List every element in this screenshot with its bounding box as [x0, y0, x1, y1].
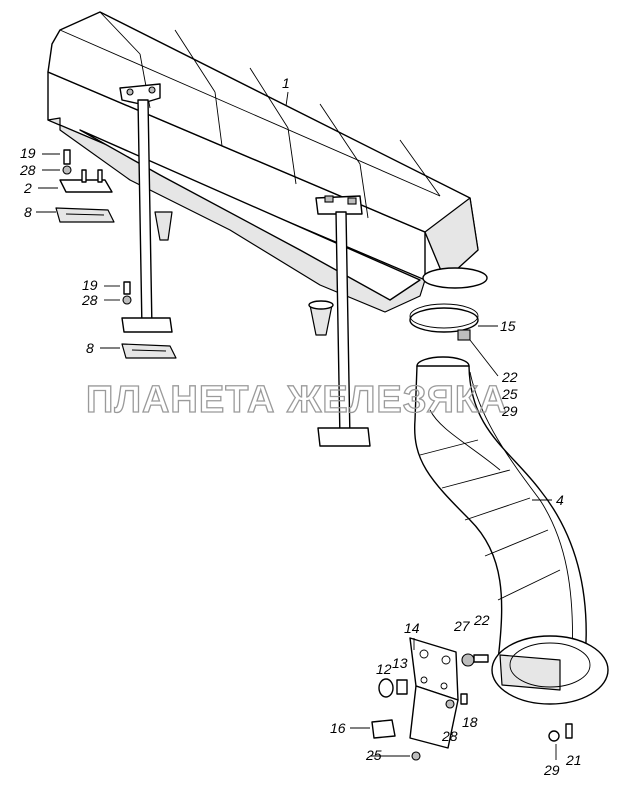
left-upper-fasteners	[55, 149, 115, 223]
callout-8-upper: 8	[24, 204, 32, 220]
callout-21: 21	[565, 752, 582, 768]
callout-19-upper: 19	[20, 145, 36, 161]
callout-16: 16	[330, 720, 346, 736]
callout-18: 18	[462, 714, 478, 730]
air-intake-housing	[47, 11, 488, 336]
callout-25-lower: 25	[365, 747, 382, 763]
mounting-bracket	[371, 637, 573, 761]
callout-28-lower-right: 28	[441, 728, 458, 744]
callout-4: 4	[556, 492, 564, 508]
callout-14: 14	[404, 620, 420, 636]
hose-clamp	[409, 303, 479, 341]
callout-28-lower: 28	[81, 292, 98, 308]
left-lower-fasteners	[121, 281, 177, 359]
callout-8-lower: 8	[86, 340, 94, 356]
leader-lines	[36, 91, 557, 760]
callout-15: 15	[500, 318, 516, 334]
callout-19-lower: 19	[82, 277, 98, 293]
left-support-bracket	[119, 83, 173, 333]
callout-28-upper: 28	[19, 162, 36, 178]
callout-1: 1	[282, 75, 290, 91]
callout-25-upper: 25	[501, 386, 518, 402]
right-support-bracket	[315, 195, 371, 447]
callout-29-upper: 29	[501, 403, 518, 419]
watermark-text: ПЛАНЕТА ЖЕЛЕЗЯКА	[86, 379, 508, 421]
callout-2: 2	[23, 180, 32, 196]
intake-duct	[413, 356, 609, 705]
callout-13: 13	[392, 655, 408, 671]
callout-12: 12	[376, 661, 392, 677]
callout-labels: 1 19 28 2 8 19 28 8 15 22 25 29 4 14 27 …	[19, 75, 582, 778]
callout-27: 27	[453, 618, 471, 634]
callout-22-upper: 22	[501, 369, 518, 385]
callout-29-lower: 29	[543, 762, 560, 778]
callout-22-lower: 22	[473, 612, 490, 628]
